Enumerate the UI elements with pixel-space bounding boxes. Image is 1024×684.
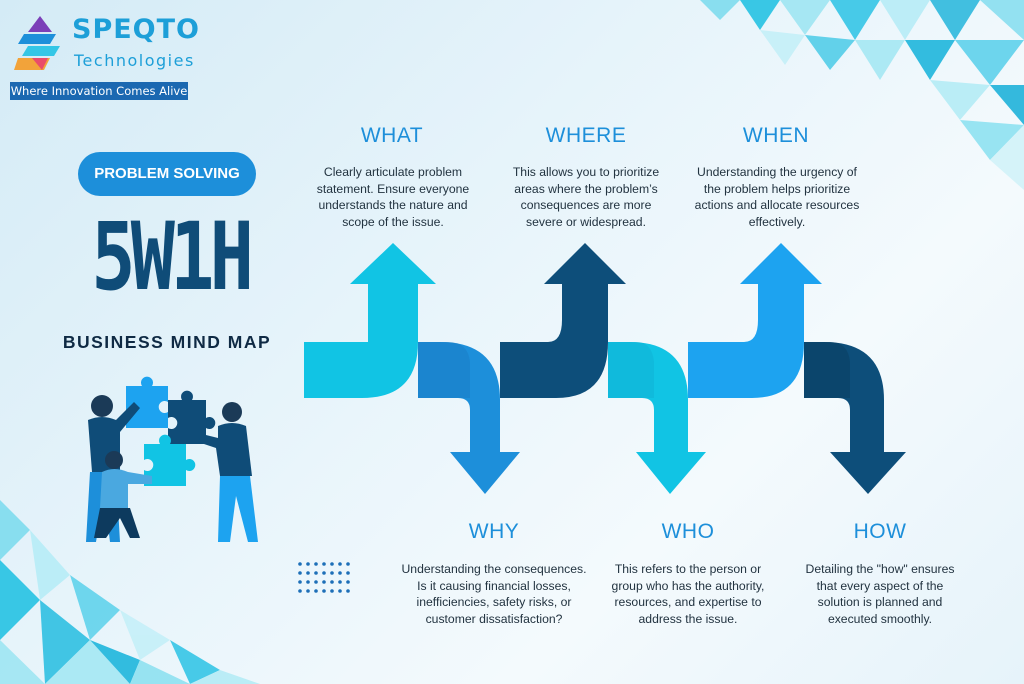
when-arrow (688, 243, 822, 398)
who-heading: WHO (661, 520, 715, 543)
what-description: Clearly articulate problem statement. En… (316, 165, 470, 229)
brand-subtitle: Technologies (74, 51, 195, 70)
what-arrow (304, 243, 436, 398)
why-description: Understanding the consequences. Is it ca… (401, 562, 587, 626)
what-heading: WHAT (360, 124, 424, 147)
page-title: 5W1H (91, 203, 254, 312)
who-description: This refers to the person or group who h… (611, 562, 765, 626)
why-heading: WHY (468, 520, 520, 543)
when-heading: WHEN (742, 124, 810, 147)
puzzle-piece-icon (126, 376, 216, 486)
why-arrow-shade (418, 342, 470, 398)
how-arrow-shade (804, 342, 850, 398)
brand-tagline: Where Innovation Comes Alive (10, 82, 188, 100)
brand-name: SPEQTO (72, 14, 201, 45)
how-heading: HOW (853, 520, 907, 543)
where-arrow (500, 243, 626, 398)
dot-grid-icon (298, 562, 350, 593)
how-description: Detailing the "how" ensures that every a… (805, 562, 955, 626)
logo-icon (14, 16, 60, 70)
puzzle-team-illustration (86, 376, 258, 542)
where-heading: WHERE (545, 124, 627, 147)
who-arrow-shade (608, 342, 654, 398)
page-subtitle: BUSINESS MIND MAP (62, 332, 272, 352)
where-description: This allows you to prioritize areas wher… (512, 165, 660, 229)
when-description: Understanding the urgency of the problem… (694, 165, 860, 229)
problem-solving-badge: PROBLEM SOLVING (78, 152, 256, 196)
